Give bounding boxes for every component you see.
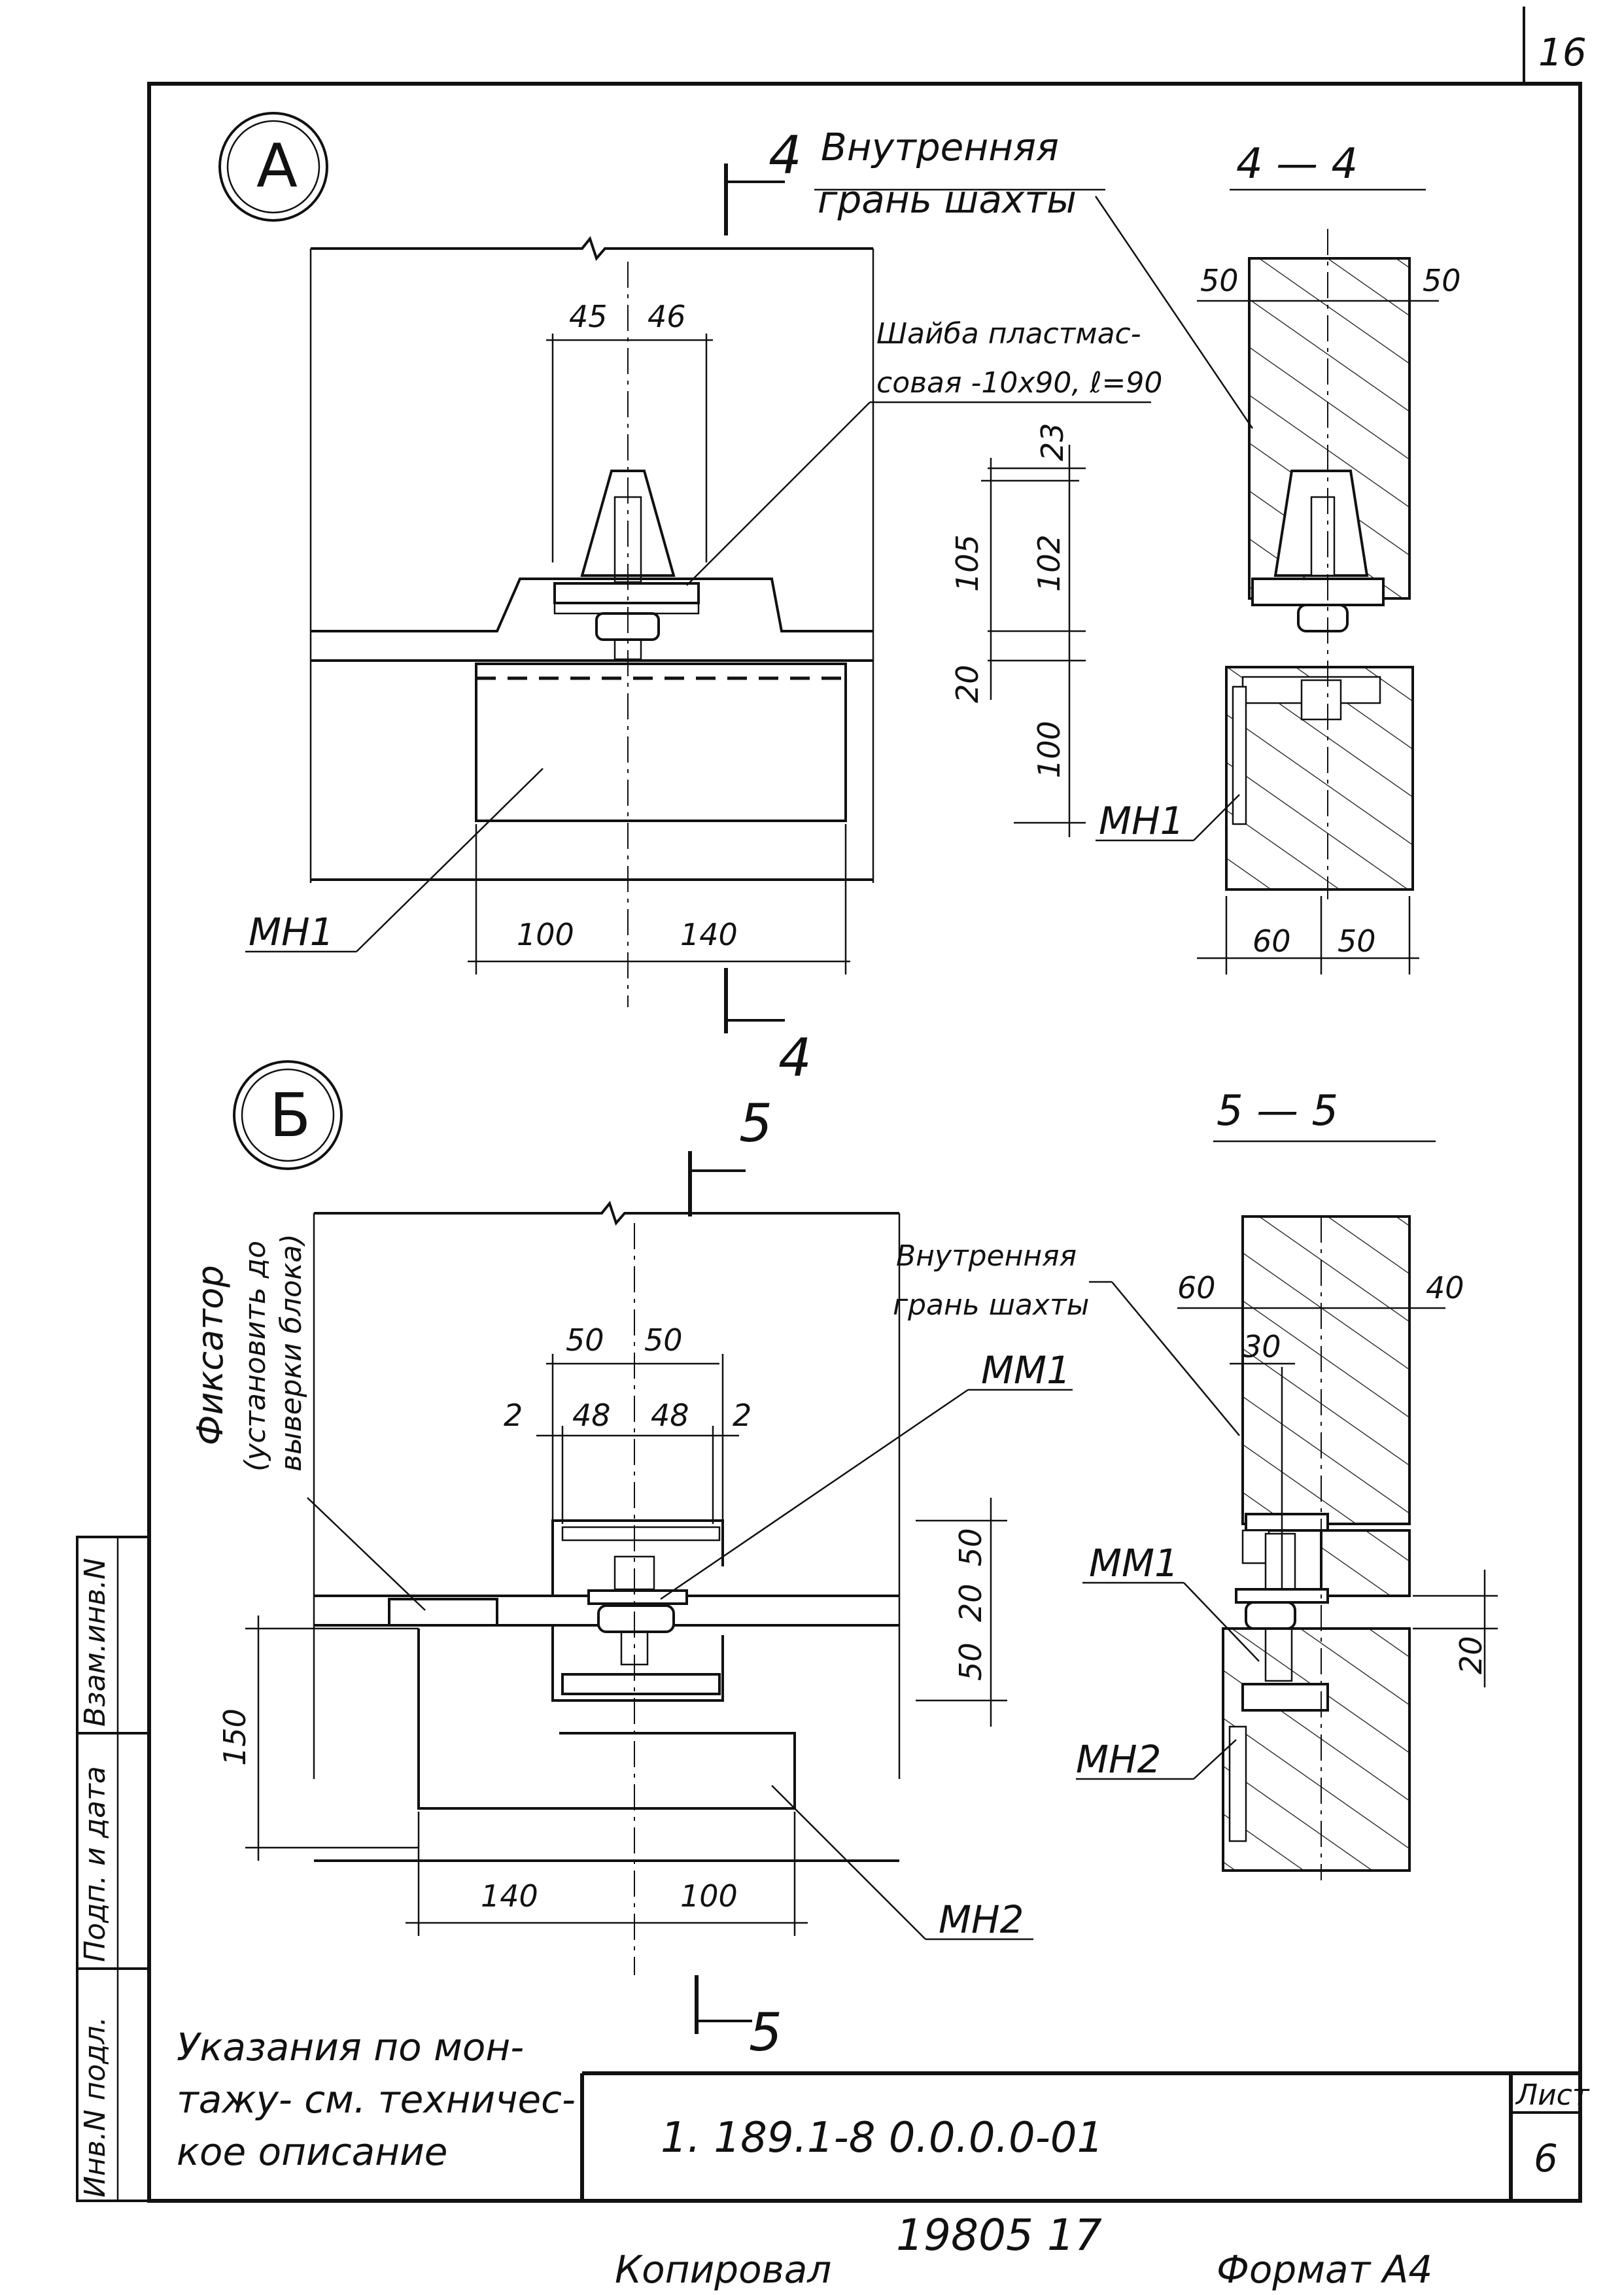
- view-b-section-mark-bottom: 5: [749, 2002, 782, 2063]
- section-5-5-dim-top-left: 60: [1177, 1270, 1216, 1305]
- view-b-dim-gap-left: 2: [504, 1398, 523, 1433]
- view-b-dim-v50-top: 50: [953, 1528, 988, 1566]
- view-a-section-mark-top: 4: [769, 125, 802, 186]
- stamp-cell-original-inventory: Инв.N подл.: [78, 2016, 112, 2198]
- view-b-dim-v20: 20: [953, 1583, 988, 1622]
- footer-copied-label: Копировал: [615, 2247, 831, 2292]
- corner-number: 16: [1538, 30, 1587, 75]
- footer-format: Формат А4: [1217, 2247, 1432, 2292]
- view-b-dim-v150: 150: [217, 1708, 252, 1766]
- view-a-label-washer-2: совая -10х90, ℓ=90: [876, 366, 1162, 400]
- view-a-dim-v105: 105: [950, 534, 985, 592]
- view-a-dim-v23: 23: [1035, 423, 1070, 461]
- view-a-label-washer-1: Шайба пластмас-: [876, 317, 1141, 351]
- view-a-dim-top-left: 45: [569, 299, 608, 334]
- section-4-4-dim-top-right: 50: [1423, 263, 1461, 298]
- section-4-4-dim-bottom-left: 60: [1253, 923, 1291, 959]
- view-a-label-block: МН1: [249, 910, 334, 954]
- view-b-label-mm1: ММ1: [981, 1348, 1071, 1392]
- title-note-line-3: кое описание: [177, 2130, 447, 2174]
- view-b-label-block: МН2: [939, 1897, 1024, 1942]
- view-b-dim-gap-right: 2: [733, 1398, 752, 1433]
- view-a-label-inner-face-1: Внутренняя: [821, 125, 1059, 169]
- stamp-cell-replacement-inventory: Взам.инв.N: [78, 1558, 112, 1727]
- view-a-dim-top-right: 46: [648, 299, 686, 334]
- view-b-dim-v50-bottom: 50: [953, 1642, 988, 1681]
- view-b-dim-48-left: 48: [572, 1398, 611, 1433]
- section-5-5: [1076, 1140, 1498, 1880]
- section-5-5-label-mm1: ММ1: [1089, 1541, 1179, 1585]
- title-block: [580, 2071, 1580, 2201]
- view-b-dim-top-50-left: 50: [566, 1322, 604, 1358]
- title-note-line-2: тажу- см. техничес-: [177, 2077, 576, 2122]
- left-stamp: [76, 1536, 150, 2202]
- view-a-dim-v100: 100: [1031, 721, 1067, 778]
- footer-handwritten: 19805 17: [896, 2210, 1102, 2260]
- sheet-label: Лист: [1515, 2079, 1590, 2112]
- view-a-dim-v102: 102: [1031, 534, 1067, 592]
- section-4-4-dim-bottom-right: 50: [1338, 923, 1376, 959]
- view-b-dim-top-50-right: 50: [644, 1322, 683, 1358]
- view-b-label-fixator-1: Фиксатор: [190, 1265, 231, 1445]
- stamp-cell-signature-date: Подп. и дата: [78, 1766, 112, 1962]
- view-b-dim-48-right: 48: [651, 1398, 689, 1433]
- section-4-4-label-block: МН1: [1099, 799, 1184, 843]
- drawing-designation: 1. 189.1-8 0.0.0.0-01: [661, 2114, 1103, 2162]
- section-5-5-label-block: МН2: [1076, 1737, 1162, 1782]
- sheet-frame: [147, 7, 1582, 2203]
- section-5-5-dim-top-right: 40: [1426, 1270, 1464, 1305]
- view-a-section-mark-bottom: 4: [778, 1027, 812, 1088]
- view-b-label-fixator-2: (установить до: [239, 1241, 272, 1472]
- section-5-5-title: 5 — 5: [1217, 1087, 1338, 1135]
- section-5-5-label-inner-face-1: Внутренняя: [896, 1239, 1077, 1273]
- view-a-callout: А: [256, 131, 298, 201]
- section-5-5-label-inner-face-2: грань шахты: [893, 1288, 1089, 1322]
- view-a: [218, 112, 1254, 1033]
- sheet-number: 6: [1534, 2136, 1558, 2181]
- section-4-4-title: 4 — 4: [1236, 140, 1358, 188]
- section-4-4: [1096, 188, 1439, 975]
- view-b-section-mark-top: 5: [739, 1093, 772, 1154]
- view-a-label-inner-face-2: грань шахты: [818, 177, 1077, 222]
- view-a-dim-bottom-right: 140: [680, 917, 738, 952]
- view-a-dim-bottom-left: 100: [517, 917, 574, 952]
- section-5-5-dim-v20: 20: [1453, 1636, 1489, 1674]
- title-note-line-1: Указания по мон-: [177, 2025, 524, 2069]
- view-b-dim-bottom-right: 100: [680, 1878, 738, 1914]
- view-a-dim-v20: 20: [950, 664, 985, 703]
- view-b-label-fixator-3: выверки блока): [275, 1234, 308, 1472]
- view-b-callout: Б: [269, 1080, 311, 1150]
- view-b: [233, 1060, 1073, 2034]
- section-5-5-dim-30: 30: [1243, 1329, 1281, 1364]
- section-4-4-dim-top-left: 50: [1200, 263, 1239, 298]
- view-b-dim-bottom-left: 140: [481, 1878, 538, 1914]
